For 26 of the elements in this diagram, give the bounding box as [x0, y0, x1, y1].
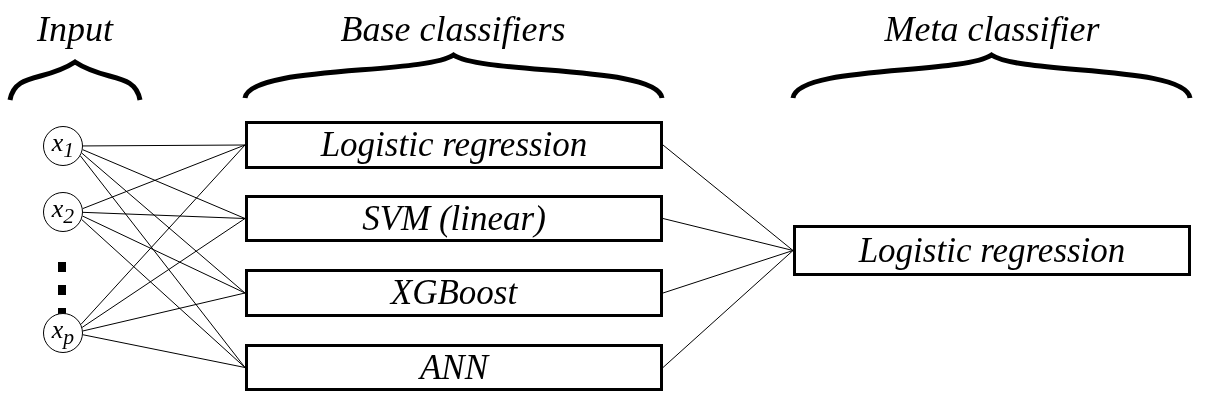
connector-line: [81, 218, 246, 368]
connector-line: [82, 334, 246, 368]
connector-line: [80, 144, 246, 325]
classifier-box: Logistic regression: [793, 225, 1191, 276]
connector-line: [81, 218, 246, 328]
connector-line: [82, 149, 246, 219]
connector-line: [662, 144, 794, 251]
connector-line: [82, 215, 246, 294]
section-title: Meta classifier: [883, 8, 1101, 50]
section-title: Input: [36, 8, 115, 50]
input-node-circle: x$_{1}$: [43, 126, 83, 166]
section-title: Base classifiers: [339, 8, 567, 50]
input-node-circle: x$_{p}$: [43, 313, 83, 353]
connector-line: [662, 250, 794, 294]
classifier-box: XGBoost: [245, 269, 663, 317]
connector-line: [81, 152, 246, 294]
classifier-box: SVM (linear): [245, 195, 663, 242]
connector-line: [82, 144, 246, 147]
input-node-circle: x$_{2}$: [43, 192, 83, 232]
connector-line: [82, 211, 246, 219]
connector-line: [82, 144, 246, 210]
connector-line: [662, 218, 794, 251]
classifier-box: Logistic regression: [245, 121, 663, 169]
connector-line: [662, 250, 794, 368]
connector-line: [82, 292, 246, 332]
classifier-box: ANN: [245, 344, 663, 391]
